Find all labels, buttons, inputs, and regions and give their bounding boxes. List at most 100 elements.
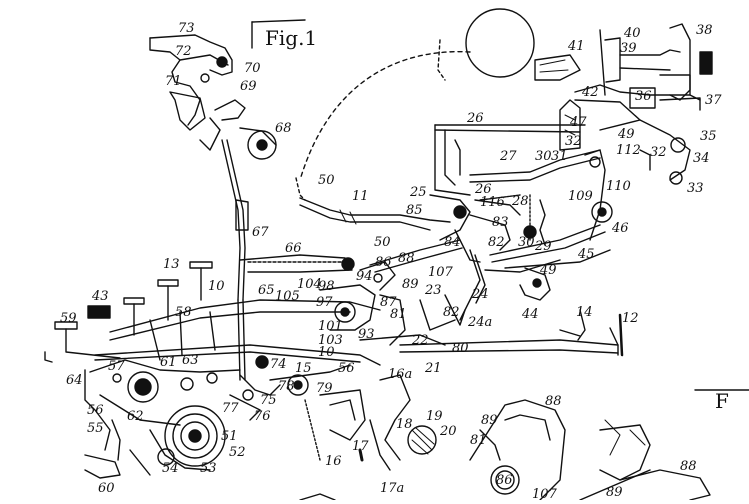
ref-label: 70 (244, 61, 261, 76)
ref-label: 14 (576, 305, 593, 320)
ref-label: 58 (175, 305, 192, 320)
ref-label: 104 (297, 277, 322, 292)
ref-label: 78 (278, 379, 295, 394)
ref-label: 32 (650, 145, 667, 160)
ref-label: 87 (380, 295, 397, 310)
ref-label: 85 (406, 203, 423, 218)
gear-51 (164, 405, 226, 467)
ref-label: 82 (443, 305, 460, 320)
ref-label: 40 (623, 26, 641, 41)
ref-label: 80 (452, 341, 469, 356)
ref-label: 27 (499, 149, 517, 164)
ref-label: 39 (620, 41, 637, 56)
ref-label: 19 (426, 409, 443, 424)
ref-label: 43 (91, 289, 109, 304)
ref-label: 74 (270, 357, 287, 372)
ref-label: 25 (409, 185, 427, 200)
ref-label: 41 (567, 39, 585, 54)
ref-label: 77 (222, 401, 239, 416)
ref-label: 37 (705, 93, 722, 108)
ref-label: 57 (108, 359, 125, 374)
ref-label: 83 (492, 215, 509, 230)
roller-19 (407, 425, 437, 455)
gear-62 (127, 371, 159, 403)
ref-label: 45 (577, 247, 595, 262)
ref-label: 17 (352, 439, 369, 454)
ref-label: 107 (532, 487, 558, 500)
ref-label: 18 (396, 417, 413, 432)
ref-label: 16 (325, 454, 342, 469)
ref-label: 56 (87, 403, 104, 418)
ref-label: 88 (680, 459, 697, 474)
ref-label: 21 (424, 361, 442, 376)
ref-label: 81 (470, 433, 487, 448)
dashed-arc (299, 50, 471, 181)
ref-label: 69 (240, 79, 257, 94)
ref-label: 55 (87, 421, 104, 436)
ref-label: 32 (565, 134, 582, 149)
ref-label: 30 (535, 149, 552, 164)
ref-label: 24a (467, 315, 492, 330)
ref-label: 116 (480, 195, 505, 210)
ref-label: 46 (611, 221, 629, 236)
ref-label: 15 (295, 361, 312, 376)
ref-label: 30 (518, 235, 535, 250)
ref-label: 49 (539, 263, 557, 278)
wheel-97 (334, 301, 356, 323)
ref-label: 67 (252, 225, 269, 240)
ref-label: 107 (428, 265, 454, 280)
ref-label: 61 (160, 355, 177, 370)
ref-label: 94 (356, 269, 373, 284)
ref-label: 79 (316, 381, 333, 396)
ref-label: 72 (175, 44, 192, 59)
ref-label: 68 (275, 121, 292, 136)
ref-label: 76 (254, 409, 271, 424)
ref-label: 60 (98, 481, 115, 496)
ref-label: 93 (358, 327, 375, 342)
ref-label: 16a (388, 367, 412, 382)
ref-label: 31 (551, 149, 568, 164)
ref-label: 64 (66, 373, 83, 388)
ref-label: 49 (617, 127, 635, 142)
ref-label: 22 (411, 333, 429, 348)
ref-label: 29 (534, 239, 552, 254)
block-43 (87, 305, 111, 319)
ref-label: 24 (471, 287, 489, 302)
ref-label: 44 (521, 307, 539, 322)
ref-label: 66 (285, 241, 302, 256)
ref-label: 86 (496, 473, 513, 488)
ref-label: 38 (696, 23, 713, 38)
ref-label: 75 (260, 393, 277, 408)
ref-label: 71 (165, 74, 182, 89)
figure-title: Fig.1 (265, 26, 317, 50)
ref-label: 17a (380, 481, 404, 496)
ref-label: 52 (229, 445, 246, 460)
ref-label: 33 (687, 181, 704, 196)
figure-title-partial: F (715, 389, 729, 413)
ref-label: 110 (606, 179, 631, 194)
ref-label: 73 (178, 21, 195, 36)
ref-label: 63 (182, 353, 199, 368)
ref-label: 26 (466, 111, 484, 126)
ref-label: 89 (402, 277, 419, 292)
ref-label: 82 (488, 235, 505, 250)
ref-label: 65 (258, 283, 275, 298)
ref-label: 50 (374, 235, 391, 250)
ref-label: 10 (318, 345, 335, 360)
ref-label: 88 (398, 251, 415, 266)
ref-label: 86 (375, 255, 392, 270)
ref-label: 23 (424, 283, 442, 298)
ref-label: 103 (318, 333, 343, 348)
ref-label: 109 (568, 189, 593, 204)
ref-label: 81 (390, 307, 407, 322)
ref-label: 88 (545, 394, 562, 409)
platen-circle (465, 8, 535, 78)
ref-label: 56 (338, 361, 355, 376)
ref-label: 42 (581, 85, 599, 100)
ref-label: 28 (511, 194, 529, 209)
ref-label: 101 (318, 319, 343, 334)
ref-label: 62 (127, 409, 144, 424)
ref-label: 53 (200, 461, 217, 476)
